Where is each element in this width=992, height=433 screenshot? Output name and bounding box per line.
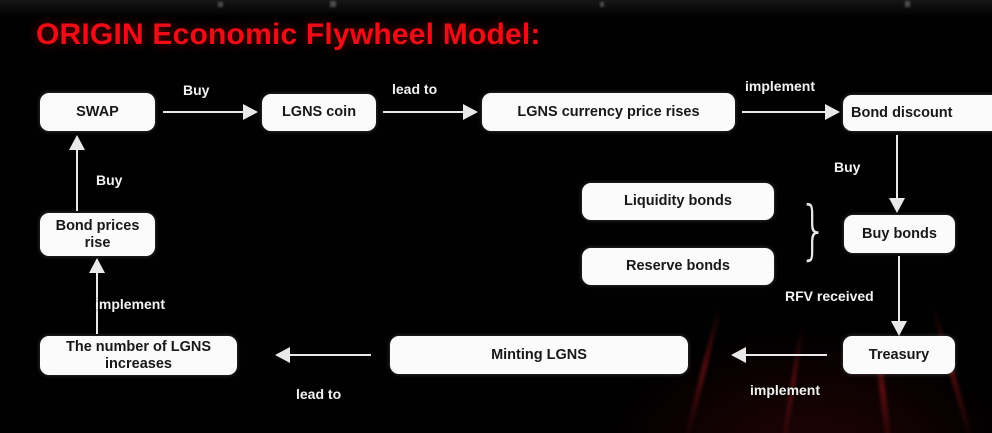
arrow-lgns-coin-to-price-rises <box>383 94 478 130</box>
top-edge-artifact <box>330 1 336 7</box>
bonds-group-brace: } <box>799 194 828 268</box>
node-treasury[interactable]: Treasury <box>843 336 955 374</box>
arrow-buy-bonds-to-treasury <box>877 256 921 336</box>
node-buy-bonds[interactable]: Buy bonds <box>844 215 955 253</box>
arrow-minting-to-lgns-increases <box>275 337 371 373</box>
background-streak <box>681 301 724 433</box>
node-bond-discount[interactable]: Bond discount <box>843 95 992 131</box>
node-reserve-bonds[interactable]: Reserve bonds <box>582 248 774 285</box>
edge-label-buy-bonds: Buy <box>834 159 861 175</box>
node-lgns-number-increases[interactable]: The number of LGNS increases <box>40 336 237 375</box>
edge-label-implement-discount: implement <box>745 78 816 94</box>
edge-label-rfv-received: RFV received <box>785 288 874 304</box>
node-bond-prices-rise[interactable]: Bond prices rise <box>40 213 155 256</box>
top-edge-artifact <box>600 2 604 7</box>
arrow-bond-prices-to-swap <box>55 135 99 211</box>
arrow-swap-to-lgns-coin <box>163 94 258 130</box>
edge-label-implement-minting: implement <box>750 382 821 398</box>
edge-label-lead-to-increases: lead to <box>296 386 342 402</box>
page-title: ORIGIN Economic Flywheel Model: <box>36 18 541 51</box>
arrow-treasury-to-minting <box>731 337 827 373</box>
node-lgns-currency-price-rises[interactable]: LGNS currency price rises <box>482 93 735 131</box>
edge-label-buy-swap: Buy <box>183 82 210 98</box>
arrow-bond-discount-to-buy-bonds <box>875 135 919 213</box>
node-lgns-coin[interactable]: LGNS coin <box>262 94 376 131</box>
edge-label-buy-swap-up: Buy <box>96 172 123 188</box>
top-edge-artifact <box>218 2 223 7</box>
arrow-lgns-increases-to-bond-prices <box>75 258 119 334</box>
arrow-price-rises-to-bond-discount <box>742 94 840 130</box>
node-minting-lgns[interactable]: Minting LGNS <box>390 336 688 374</box>
edge-label-lead-to-price: lead to <box>392 81 438 97</box>
top-edge-artifact <box>0 0 992 16</box>
edge-label-implement-bond-prices: implement <box>95 296 166 312</box>
node-swap[interactable]: SWAP <box>40 93 155 131</box>
top-edge-artifact <box>905 1 910 7</box>
node-liquidity-bonds[interactable]: Liquidity bonds <box>582 183 774 220</box>
